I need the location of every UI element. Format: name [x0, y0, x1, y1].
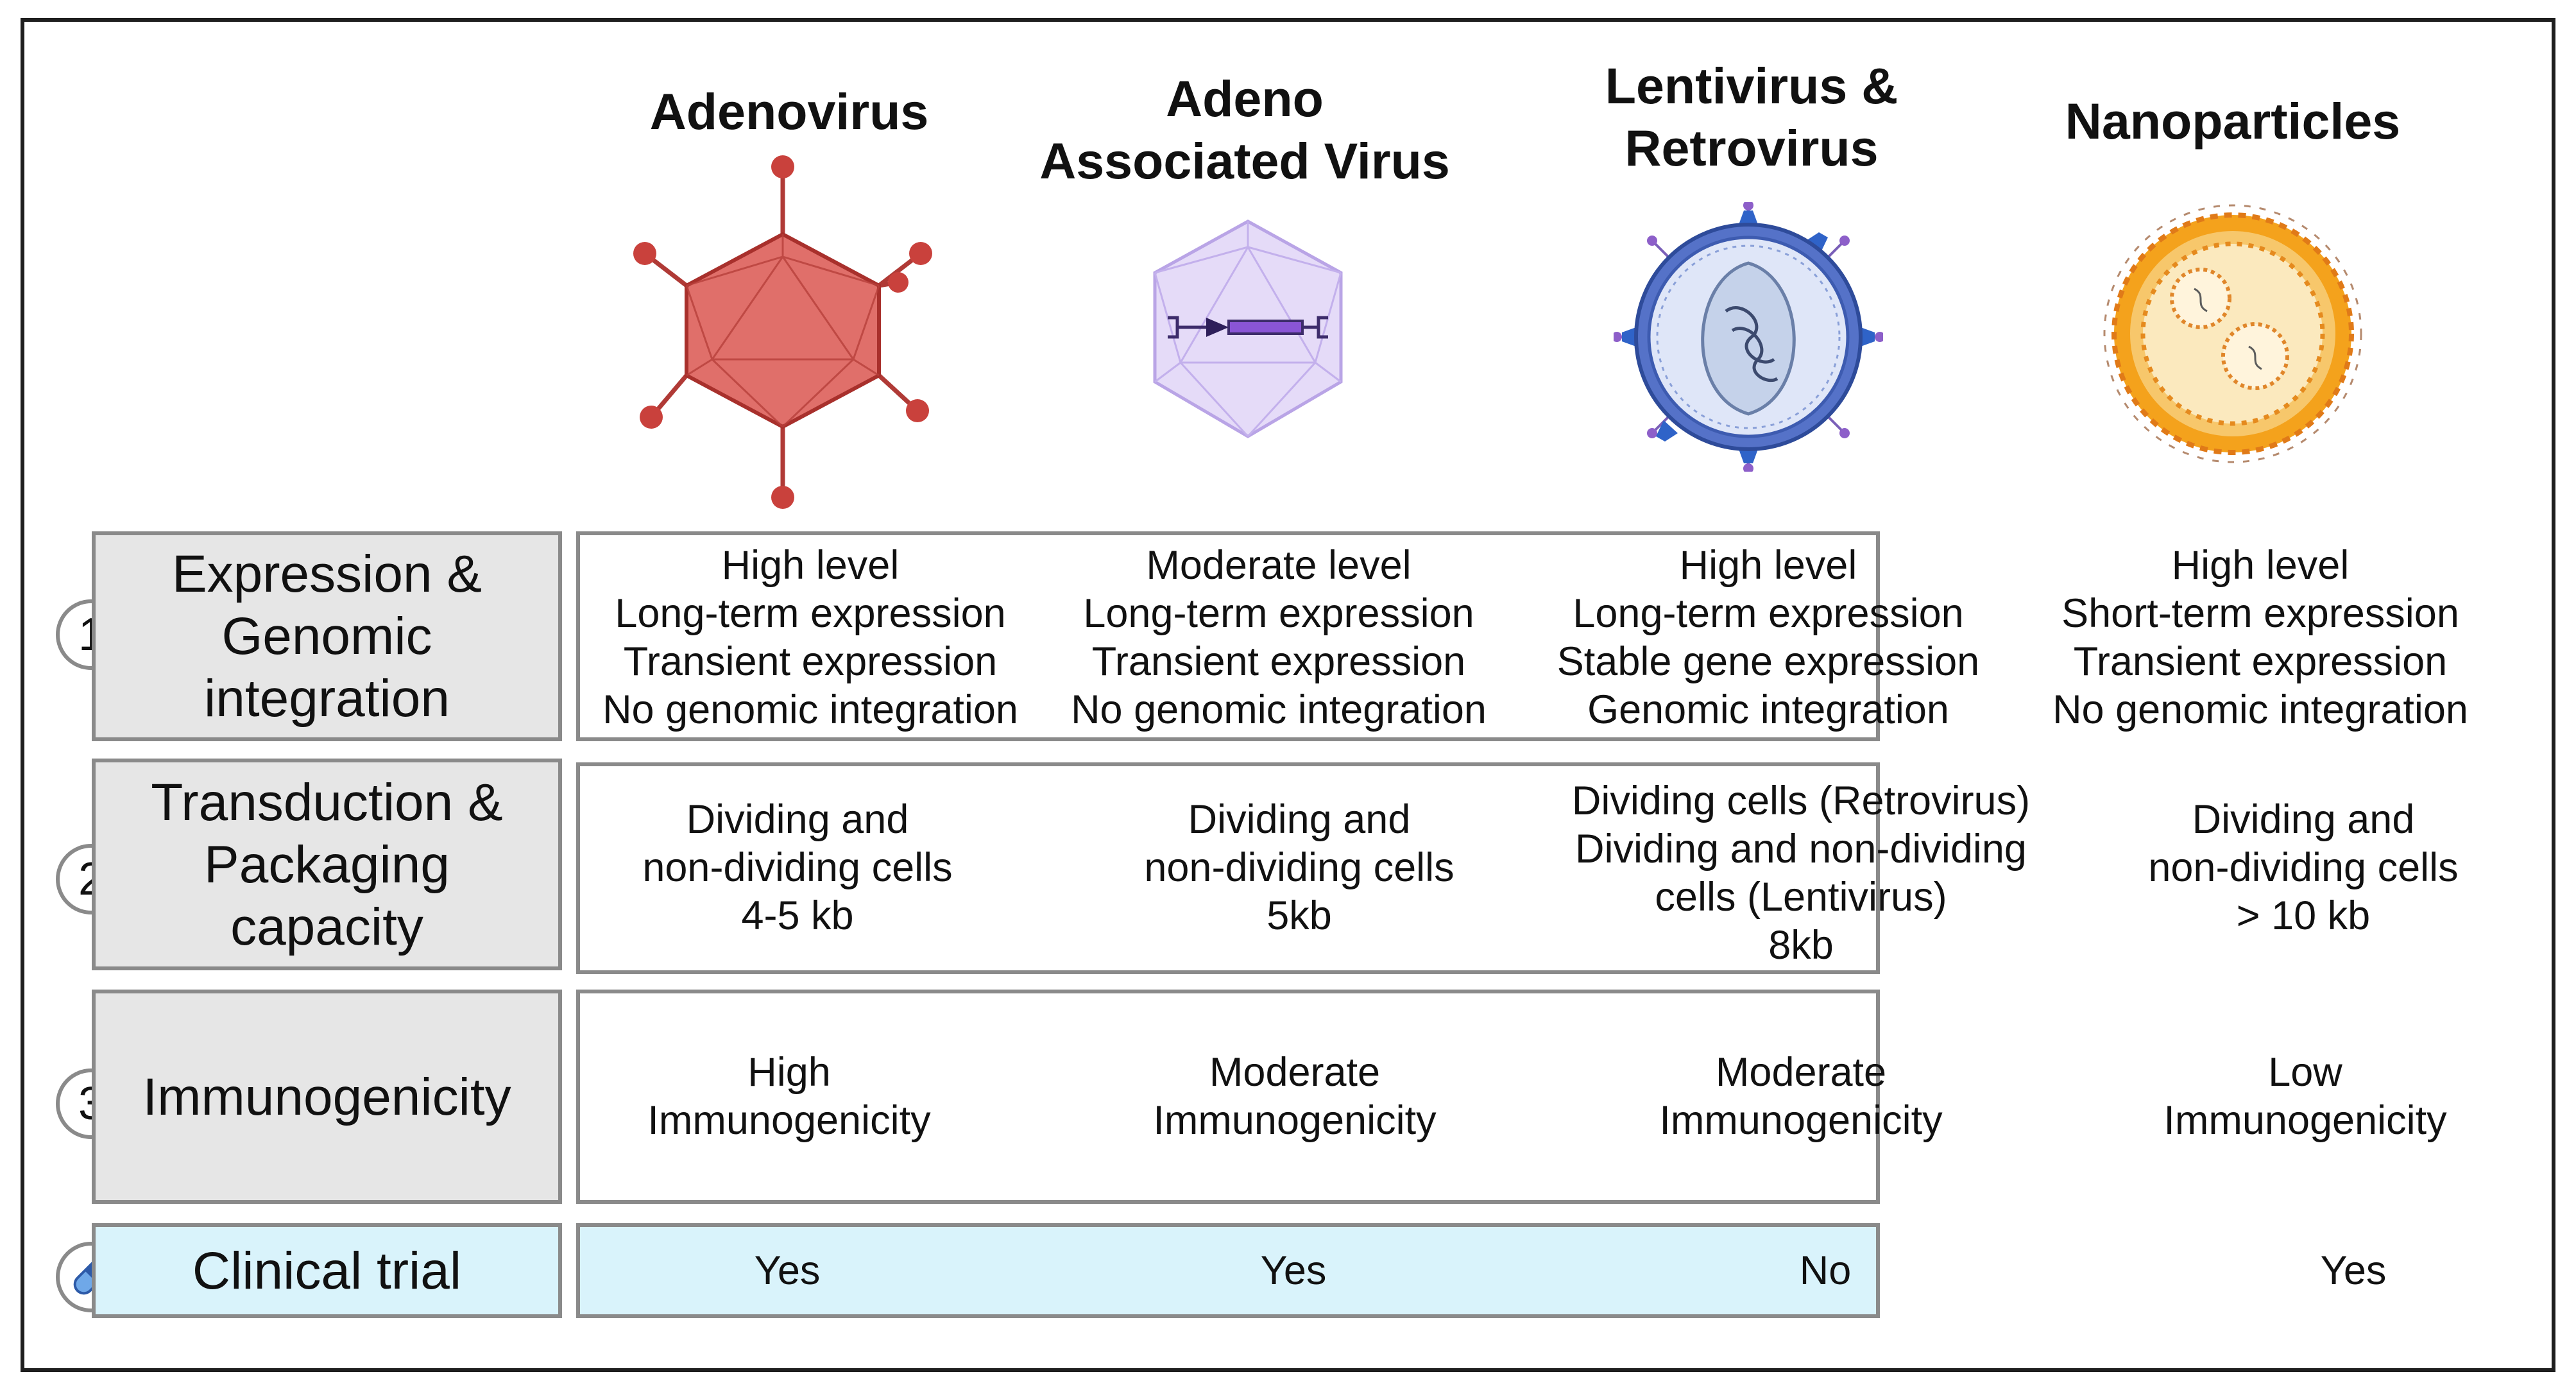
row-cells-expression [576, 531, 1880, 741]
row-cells-transduction [576, 762, 1880, 974]
lentivirus-icon [1614, 202, 1883, 472]
column-header-nanoparticles: Nanoparticles [2065, 92, 2401, 150]
column-header-lentivirus: Lentivirus & Retrovirus [1605, 57, 1898, 176]
row-cells-clinical-trial [576, 1223, 1880, 1318]
cell-transduction-lentivirus: Dividing cells (Retrovirus)Dividing and … [1571, 778, 2031, 968]
row-label-expression: Expression & Genomic integration [92, 531, 562, 741]
row-label-transduction: Transduction & Packaging capacity [92, 759, 562, 970]
adenovirus-icon [633, 155, 932, 509]
column-header-aav: Adeno Associated Virus [1039, 70, 1450, 189]
cell-clinical-lentivirus: No [1799, 1248, 1852, 1293]
row-label-immunogenicity: Immunogenicity [92, 990, 562, 1204]
row-cells-immunogenicity [576, 990, 1880, 1204]
column-header-adenovirus: Adenovirus [649, 83, 929, 140]
aav-icon [1153, 219, 1343, 438]
cell-clinical-nanoparticles: Yes [2320, 1248, 2387, 1293]
row-label-clinical-trial: Clinical trial [92, 1223, 562, 1318]
nanoparticle-icon [2103, 204, 2362, 463]
cell-clinical-adenovirus: Yes [754, 1248, 821, 1293]
cell-clinical-aav: Yes [1260, 1248, 1327, 1293]
